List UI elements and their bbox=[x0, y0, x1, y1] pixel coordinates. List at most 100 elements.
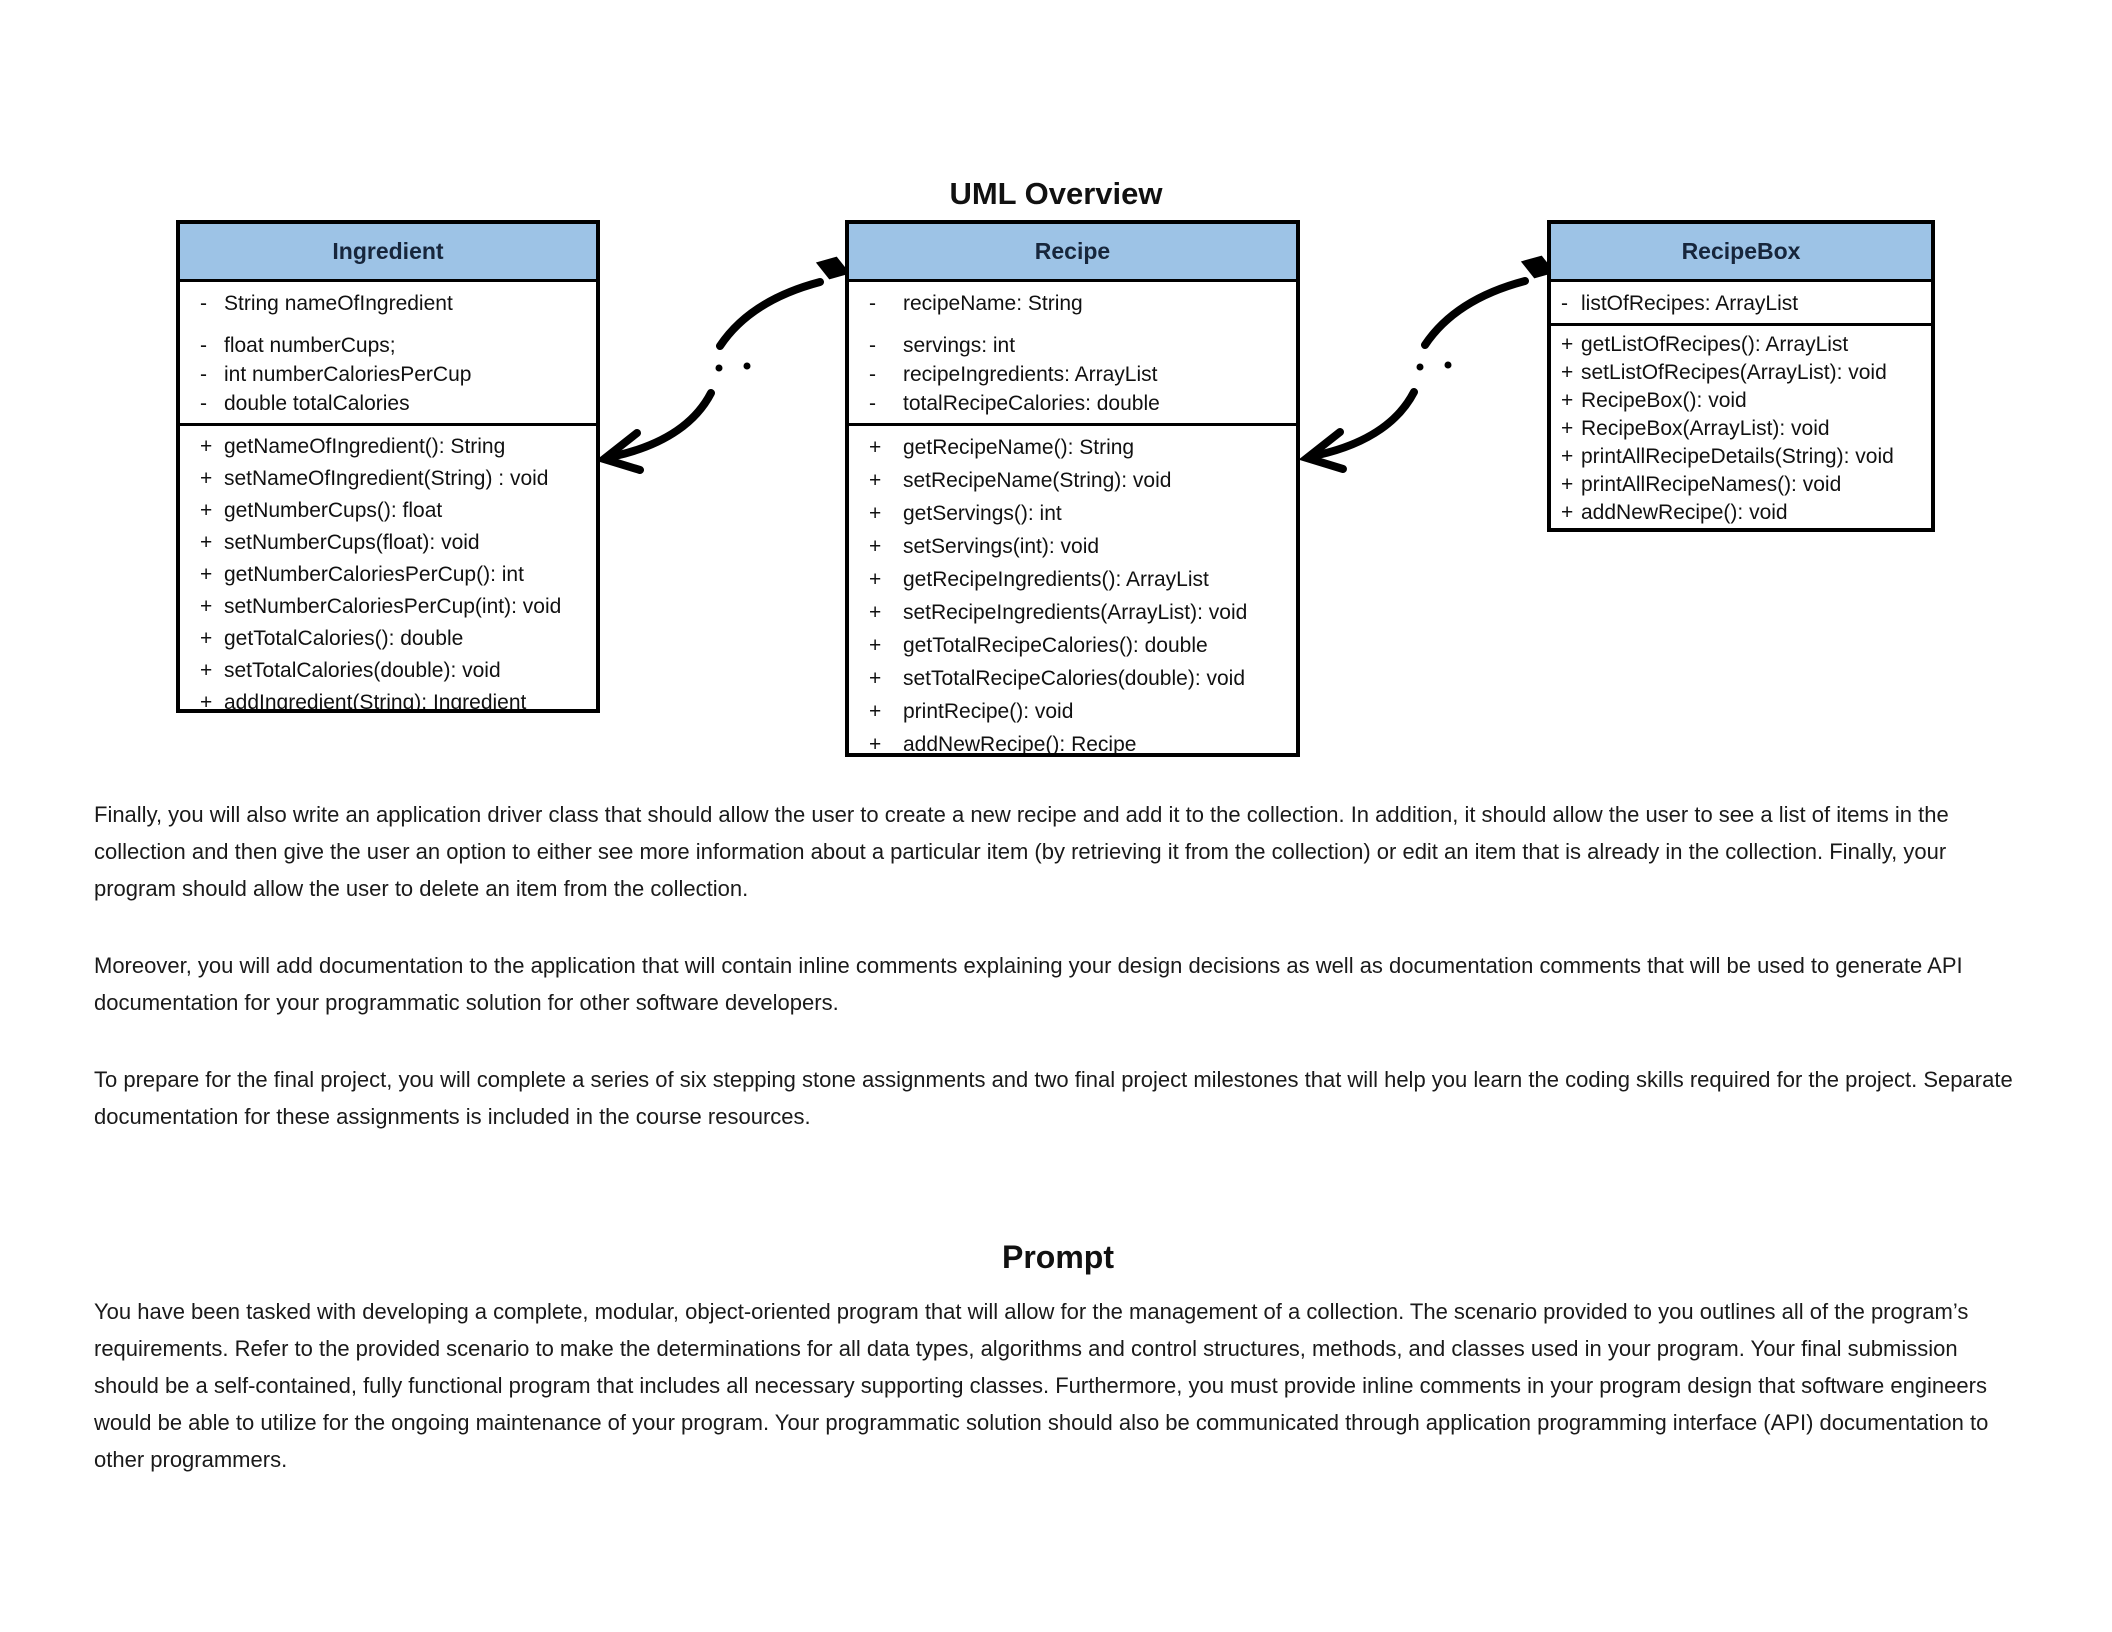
visibility-symbol: + bbox=[1561, 333, 1574, 356]
attribute-text: servings: int bbox=[903, 334, 1016, 357]
visibility-symbol: + bbox=[200, 563, 213, 586]
uml-method: +setNameOfIngredient(String) : void bbox=[200, 463, 592, 495]
attributes-section: -String nameOfIngredient -float numberCu… bbox=[180, 282, 596, 426]
method-text: RecipeBox(ArrayList): void bbox=[1581, 417, 1830, 440]
visibility-symbol: + bbox=[869, 469, 882, 492]
uml-method: + setRecipeIngredients(ArrayList): void bbox=[869, 596, 1292, 629]
visibility-symbol: + bbox=[869, 700, 882, 723]
method-text: getNumberCups(): float bbox=[224, 499, 443, 522]
composition-connector-recipe-to-ingredient bbox=[595, 256, 851, 474]
visibility-symbol: + bbox=[200, 467, 213, 490]
method-text: getTotalCalories(): double bbox=[224, 627, 464, 650]
visibility-symbol: + bbox=[200, 691, 213, 713]
method-text: addNewRecipe(): void bbox=[1581, 501, 1788, 524]
method-text: setTotalCalories(double): void bbox=[224, 659, 501, 682]
method-text: printAllRecipeNames(): void bbox=[1581, 473, 1842, 496]
uml-attribute: -String nameOfIngredient bbox=[200, 289, 590, 318]
uml-method: + printAllRecipeDetails(String): void bbox=[1561, 443, 1927, 471]
arrowhead-icon bbox=[595, 429, 644, 474]
class-box-ingredient: Ingredient -String nameOfIngredient -flo… bbox=[176, 220, 600, 713]
class-title-recipebox: RecipeBox bbox=[1551, 224, 1931, 282]
visibility-symbol: + bbox=[869, 667, 882, 690]
methods-section: + getListOfRecipes(): ArrayList +setListO… bbox=[1551, 326, 1931, 528]
paragraph-prompt: You have been tasked with developing a c… bbox=[94, 1299, 1989, 1472]
uml-method: + getServings(): int bbox=[869, 497, 1292, 530]
uml-method: +getNumberCaloriesPerCup(): int bbox=[200, 559, 592, 591]
visibility-symbol: + bbox=[1561, 445, 1574, 468]
visibility-symbol: + bbox=[869, 601, 882, 624]
method-text: setNumberCaloriesPerCup(int): void bbox=[224, 595, 562, 618]
uml-attribute: -float numberCups; bbox=[200, 331, 590, 360]
visibility-symbol: - bbox=[869, 292, 876, 315]
arrowhead-icon bbox=[1298, 428, 1347, 473]
uml-method: +getNameOfIngredient(): String bbox=[200, 431, 592, 463]
method-text: getServings(): int bbox=[903, 502, 1062, 525]
method-text: setRecipeIngredients(ArrayList): void bbox=[903, 601, 1248, 624]
uml-method: + getTotalCalories(): double bbox=[200, 623, 592, 655]
uml-method: + setTotalRecipeCalories(double): void bbox=[869, 662, 1292, 695]
uml-method: + RecipeBox(ArrayList): void bbox=[1561, 415, 1927, 443]
attribute-text: float numberCups; bbox=[224, 334, 396, 357]
visibility-symbol: + bbox=[200, 627, 213, 650]
visibility-symbol: - bbox=[869, 334, 876, 357]
paragraph-stepping-stones: To prepare for the final project, you wi… bbox=[94, 1067, 2013, 1129]
uml-method: +setNumberCaloriesPerCup(int): void bbox=[200, 591, 592, 623]
visibility-symbol: + bbox=[1561, 361, 1574, 384]
attribute-text: recipeIngredients: ArrayList bbox=[903, 363, 1158, 386]
methods-section: +getNameOfIngredient(): String +setNameO… bbox=[180, 426, 596, 713]
uml-method: +setServings(int): void bbox=[869, 530, 1292, 563]
uml-attribute: -double totalCalories bbox=[200, 389, 590, 418]
uml-attribute: -recipeName: String bbox=[869, 289, 1290, 318]
attribute-text: listOfRecipes: ArrayList bbox=[1581, 292, 1799, 315]
visibility-symbol: - bbox=[200, 392, 207, 415]
dash-dot bbox=[743, 362, 751, 370]
attribute-text: double totalCalories bbox=[224, 392, 410, 415]
uml-attribute: -totalRecipeCalories: double bbox=[869, 389, 1290, 418]
uml-method: +RecipeBox(): void bbox=[1561, 387, 1927, 415]
connector-arc bbox=[1314, 388, 1418, 459]
uml-attribute: - recipeIngredients: ArrayList bbox=[869, 360, 1290, 389]
prompt-heading: Prompt bbox=[1002, 1239, 1114, 1275]
visibility-symbol: + bbox=[869, 733, 882, 756]
method-text: getRecipeIngredients(): ArrayList bbox=[903, 568, 1209, 591]
uml-method: +getNumberCups(): float bbox=[200, 495, 592, 527]
class-title-recipe: Recipe bbox=[849, 224, 1296, 282]
document-body: Finally, you will also write an applicat… bbox=[94, 796, 2022, 1478]
visibility-symbol: - bbox=[869, 363, 876, 386]
method-text: setTotalRecipeCalories(double): void bbox=[903, 667, 1246, 690]
method-text: getNameOfIngredient(): String bbox=[224, 435, 506, 458]
uml-method: +addIngredient(String): Ingredient bbox=[200, 687, 592, 713]
visibility-symbol: - bbox=[200, 334, 207, 357]
visibility-symbol: + bbox=[869, 502, 882, 525]
visibility-symbol: - bbox=[869, 392, 876, 415]
uml-overview-title: UML Overview bbox=[949, 176, 1163, 211]
uml-method: +setRecipeName(String): void bbox=[869, 464, 1292, 497]
visibility-symbol: + bbox=[1561, 417, 1574, 440]
attributes-section: -listOfRecipes: ArrayList bbox=[1551, 282, 1931, 326]
visibility-symbol: + bbox=[200, 531, 213, 554]
method-text: setServings(int): void bbox=[903, 535, 1100, 558]
paragraph-documentation: Moreover, you will add documentation to … bbox=[94, 953, 1963, 1015]
method-text: getListOfRecipes(): ArrayList bbox=[1581, 333, 1849, 356]
dash-dot bbox=[1416, 363, 1424, 371]
uml-method: +printRecipe(): void bbox=[869, 695, 1292, 728]
visibility-symbol: + bbox=[1561, 473, 1574, 496]
class-title-ingredient: Ingredient bbox=[180, 224, 596, 282]
uml-method: +setListOfRecipes(ArrayList): void bbox=[1561, 359, 1927, 387]
connector-arc bbox=[611, 389, 715, 460]
uml-method: + addNewRecipe(): void bbox=[1561, 499, 1927, 527]
uml-method: +getTotalRecipeCalories(): double bbox=[869, 629, 1292, 662]
uml-method: + printAllRecipeNames(): void bbox=[1561, 471, 1927, 499]
method-text: getRecipeName(): String bbox=[903, 436, 1135, 459]
method-text: printAllRecipeDetails(String): void bbox=[1581, 445, 1894, 468]
visibility-symbol: + bbox=[200, 659, 213, 682]
dash-dot bbox=[1444, 361, 1452, 369]
uml-attribute: - servings: int bbox=[869, 331, 1290, 360]
class-box-recipebox: RecipeBox -listOfRecipes: ArrayList + get… bbox=[1547, 220, 1935, 532]
attribute-text: String nameOfIngredient bbox=[224, 292, 453, 315]
attribute-text: int numberCaloriesPerCup bbox=[224, 363, 472, 386]
visibility-symbol: + bbox=[1561, 501, 1574, 524]
method-text: addNewRecipe(): Recipe bbox=[903, 733, 1137, 756]
uml-diagram: UML Overview Ingredient bbox=[0, 0, 2112, 790]
